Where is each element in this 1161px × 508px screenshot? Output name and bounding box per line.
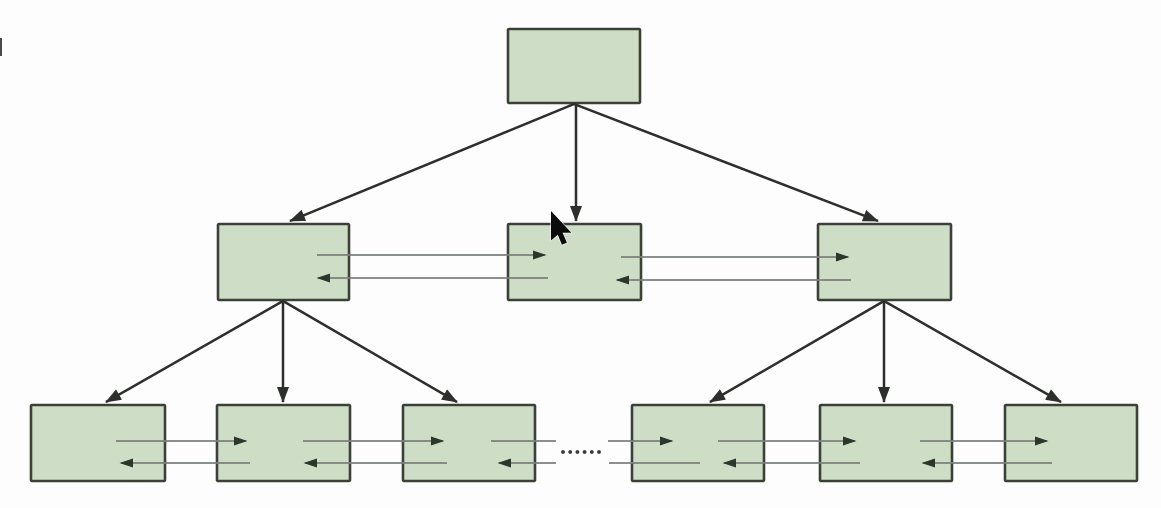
node-leaf-2 — [215, 403, 352, 483]
node-leaf-1 — [29, 403, 167, 483]
ellipsis-dot — [568, 450, 573, 454]
tree-edge — [883, 299, 1062, 404]
node-leaf-4 — [630, 403, 766, 483]
node-internal-right — [816, 222, 953, 302]
tree-edge — [105, 299, 284, 404]
left-edge-artifact — [0, 38, 2, 56]
tree-edge — [573, 102, 879, 223]
tree-edges — [105, 102, 1062, 404]
tree-edge — [709, 299, 885, 404]
node-leaf-6 — [1003, 403, 1139, 483]
tree-edge — [289, 102, 575, 223]
sibling-links — [116, 250, 1052, 468]
node-root — [506, 27, 642, 105]
ellipsis-dot — [561, 450, 565, 454]
node-internal-center — [506, 222, 643, 302]
ellipsis-dots — [561, 450, 601, 454]
node-leaf-3 — [401, 403, 537, 483]
node-leaf-5 — [818, 403, 954, 483]
tree-edge — [282, 299, 458, 404]
ellipsis-dot — [597, 450, 601, 454]
ellipsis-dot — [575, 450, 580, 454]
node-internal-left — [216, 222, 351, 302]
ellipsis-dot — [589, 450, 594, 454]
ellipsis-dot — [582, 450, 587, 454]
tree-nodes — [29, 27, 1139, 483]
mouse-cursor — [550, 210, 572, 246]
